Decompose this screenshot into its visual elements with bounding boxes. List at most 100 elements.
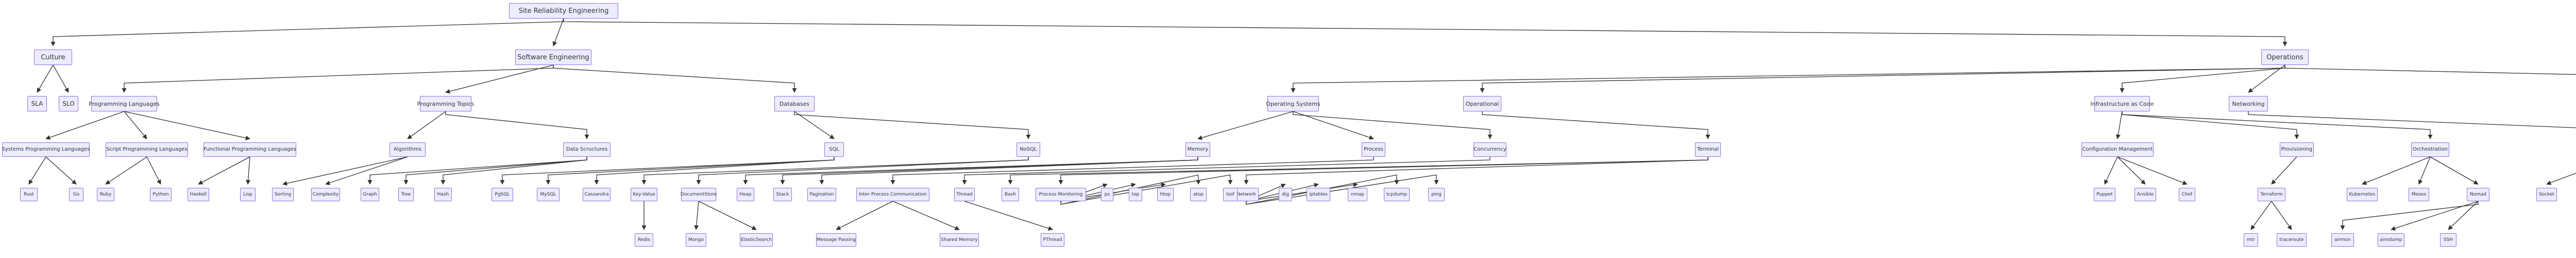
node-databases[interactable]: Databases (774, 96, 815, 111)
node-label: tcpdump (1386, 191, 1408, 197)
node-label: Lisp (243, 191, 252, 197)
node-mysql[interactable]: MySQL (537, 188, 560, 201)
node-shared-memory[interactable]: Shared Memory (940, 233, 979, 247)
node-ping[interactable]: ping (1428, 188, 1445, 201)
edge-n51-n58 (836, 201, 893, 230)
edge-n51-n59 (892, 201, 960, 230)
node-ansible[interactable]: Ansible (2134, 188, 2156, 201)
node-htop[interactable]: htop (1157, 188, 1174, 201)
edge-n2-n8 (553, 65, 797, 93)
node-stack[interactable]: Stack (773, 188, 792, 201)
node-dig[interactable]: dig (1279, 188, 1292, 201)
node-software-engineering[interactable]: Software Engineering (515, 50, 591, 65)
edge-n17-n39 (325, 156, 408, 185)
node-ruby[interactable]: Ruby (97, 188, 114, 201)
node-python[interactable]: Python (150, 188, 172, 201)
node-cassandra[interactable]: Cassandra (583, 188, 611, 201)
node-graph[interactable]: Graph (361, 188, 379, 201)
node-traceroute[interactable]: traceroute (2277, 233, 2307, 247)
node-label: Software Engineering (517, 53, 589, 61)
node-culture[interactable]: Culture (34, 50, 72, 65)
node-hash[interactable]: Hash (434, 188, 452, 201)
node-documentstore[interactable]: DocumentStore (681, 188, 717, 201)
node-thread[interactable]: Thread (954, 188, 975, 201)
node-iptables[interactable]: iptables (1307, 188, 1330, 201)
node-terminal[interactable]: Terminal (1695, 142, 1721, 157)
node-complexity[interactable]: Complexity (311, 188, 340, 201)
node-process-monitoring[interactable]: Process Monitoring (1036, 188, 1086, 201)
node-mesos[interactable]: Mesos (2409, 188, 2429, 201)
node-nosql[interactable]: NoSQL (1016, 142, 1040, 157)
edge-n75-n92 (2250, 201, 2272, 230)
node-operating-systems[interactable]: Operating Systems (1266, 96, 1320, 111)
node-lisp[interactable]: Lisp (240, 188, 256, 201)
node-programming-languages[interactable]: Programming Languages (89, 96, 160, 111)
node-data-scructures[interactable]: Data Scructures (563, 142, 611, 157)
node-concurrency[interactable]: Concurrency (1473, 142, 1506, 157)
node-label: DocumentStore (680, 191, 717, 197)
node-heap[interactable]: Heap (737, 188, 754, 201)
node-airmon[interactable]: airmon (2331, 233, 2354, 247)
node-mongo[interactable]: Mongo (686, 233, 706, 247)
node-top[interactable]: top (1129, 188, 1142, 201)
node-infrastructure-as-code[interactable]: Infrastructure as Code (2091, 96, 2154, 111)
node-tree[interactable]: Tree (398, 188, 414, 201)
node-label: SQL (829, 147, 839, 152)
node-sla[interactable]: SLA (27, 96, 47, 111)
node-rust[interactable]: Rust (20, 188, 38, 201)
edge-n14-n33 (45, 156, 77, 185)
node-network[interactable]: Network (1234, 188, 1259, 201)
node-label: Graph (363, 191, 377, 197)
node-operations[interactable]: Operations (2261, 50, 2309, 65)
node-programming-topics[interactable]: Programming Topics (417, 96, 474, 111)
node-label: airmon (2334, 237, 2351, 243)
node-nmap[interactable]: nmap (1348, 188, 1367, 201)
node-label: NoSQL (1020, 147, 1037, 152)
node-elasticsearch[interactable]: ElasticSearch (740, 233, 773, 247)
node-airodump[interactable]: airodump (2378, 233, 2404, 247)
node-go[interactable]: Go (69, 188, 83, 201)
node-pthread[interactable]: PThread (1041, 233, 1064, 247)
node-chef[interactable]: Chef (2179, 188, 2195, 201)
node-script-programming-languages[interactable]: Script Programming Languages (106, 142, 188, 157)
node-memory[interactable]: Memory (1185, 142, 1210, 157)
node-terraform[interactable]: Terraform (2258, 188, 2285, 201)
node-algorithms[interactable]: Algorithms (389, 142, 426, 157)
node-networking[interactable]: Networking (2229, 96, 2268, 111)
node-socket[interactable]: Socket (2536, 188, 2557, 201)
node-kubernetes[interactable]: Kubernetes (2347, 188, 2378, 201)
node-slo[interactable]: SLO (59, 96, 78, 111)
edge-n27-n78 (2430, 156, 2479, 185)
node-label: Kubernetes (2349, 191, 2376, 197)
node-site-reliability-engineering[interactable]: Site Reliability Engineering (509, 3, 618, 19)
node-message-passing[interactable]: Message Passing (816, 233, 856, 247)
node-lsof[interactable]: lsof (1223, 188, 1238, 201)
node-ssh[interactable]: SSH (2440, 233, 2456, 247)
node-sorting[interactable]: Sorting (272, 188, 294, 201)
node-redis[interactable]: Redis (635, 233, 653, 247)
node-pagination[interactable]: Pagination (807, 188, 836, 201)
node-haskell[interactable]: Haskell (188, 188, 209, 201)
node-label: Key-Value (633, 191, 655, 197)
node-functional-programming-languages[interactable]: Functional Programming Languages (204, 142, 296, 157)
node-label: PgSQL (495, 191, 510, 197)
node-inter-process-communication[interactable]: Inter Process Communication (856, 188, 929, 201)
node-operational[interactable]: Operational (1463, 96, 1501, 111)
node-nomad[interactable]: Nomad (2467, 188, 2489, 201)
node-tcpdump[interactable]: tcpdump (1384, 188, 1410, 201)
node-mtr[interactable]: mtr (2244, 233, 2258, 247)
node-atop[interactable]: atop (1190, 188, 1207, 201)
edge-n19-n45 (594, 157, 835, 185)
node-systems-programming-languages[interactable]: Systems Programming Languages (2, 142, 90, 157)
node-bash[interactable]: Bash (1002, 188, 1019, 201)
node-puppet[interactable]: Puppet (2094, 188, 2115, 201)
node-orchestration[interactable]: Orchestration (2411, 142, 2449, 157)
node-key-value[interactable]: Key-Value (631, 188, 657, 201)
node-sql[interactable]: SQL (824, 142, 844, 157)
node-provisioning[interactable]: Provisioning (2280, 142, 2314, 157)
node-process[interactable]: Process (1362, 142, 1385, 157)
node-label: Hash (437, 191, 449, 197)
node-ps[interactable]: ps (1101, 188, 1113, 201)
node-pgsql[interactable]: PgSQL (492, 188, 513, 201)
node-configuration-management[interactable]: Configuration Management (2081, 142, 2154, 157)
